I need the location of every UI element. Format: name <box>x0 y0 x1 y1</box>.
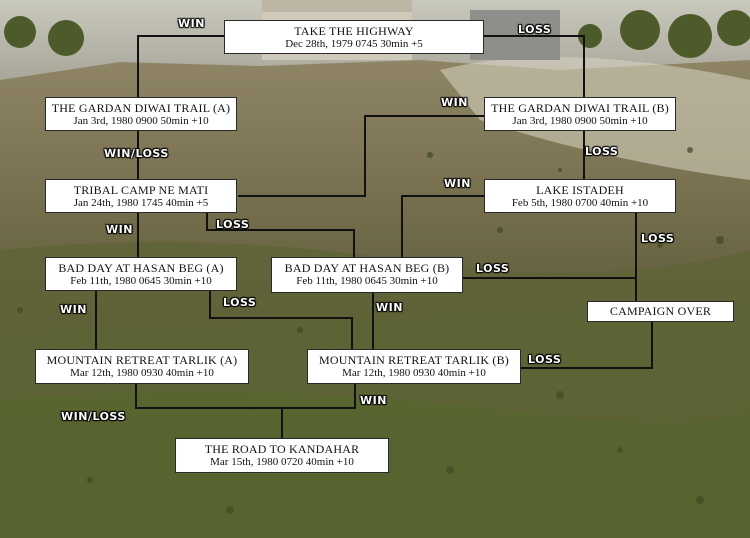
node-title: THE ROAD TO KANDAHAR <box>204 442 360 456</box>
node-title: MOUNTAIN RETREAT TARLIK (A) <box>46 353 238 367</box>
connector-gardan-b-win <box>238 115 484 197</box>
node-title: MOUNTAIN RETREAT TARLIK (B) <box>318 353 510 367</box>
connector-tarlik-b-loss <box>521 321 653 369</box>
node-title: CAMPAIGN OVER <box>609 304 712 318</box>
label-hasan-a-loss: LOSS <box>223 296 257 309</box>
node-gardan-a: THE GARDAN DIWAI TRAIL (A) Jan 3rd, 1980… <box>45 97 237 131</box>
node-title: TRIBAL CAMP NE MATI <box>73 183 209 197</box>
node-kandahar: THE ROAD TO KANDAHAR Mar 15th, 1980 0720… <box>175 438 389 473</box>
label-tarlik-a-winloss: WIN/LOSS <box>61 410 126 423</box>
label-tarlik-b-loss: LOSS <box>528 353 562 366</box>
node-campaign-over: CAMPAIGN OVER <box>587 301 734 322</box>
node-title: THE GARDAN DIWAI TRAIL (B) <box>491 101 669 115</box>
label-lake-loss: LOSS <box>641 232 675 245</box>
label-hasan-a-win: WIN <box>60 303 87 316</box>
label-highway-loss: LOSS <box>518 23 552 36</box>
node-title: BAD DAY AT HASAN BEG (A) <box>58 261 224 275</box>
node-date: Dec 28th, 1979 0745 30min +5 <box>285 38 423 50</box>
label-gardan-b-win: WIN <box>441 96 468 109</box>
node-title: LAKE ISTADEH <box>536 183 624 197</box>
connector-highway-win <box>137 35 224 97</box>
node-title: THE GARDAN DIWAI TRAIL (A) <box>51 101 231 115</box>
node-hasan-beg-b: BAD DAY AT HASAN BEG (B) Feb 11th, 1980 … <box>271 257 463 293</box>
node-date: Feb 5th, 1980 0700 40min +10 <box>511 197 649 209</box>
node-date: Jan 3rd, 1980 0900 50min +10 <box>73 115 209 127</box>
node-date: Mar 12th, 1980 0930 40min +10 <box>342 367 486 379</box>
node-date: Jan 3rd, 1980 0900 50min +10 <box>512 115 648 127</box>
node-date: Jan 24th, 1980 1745 40min +5 <box>73 197 209 209</box>
label-hasan-b-loss: LOSS <box>476 262 510 275</box>
connector-tarlik-a-kandahar <box>135 383 356 409</box>
label-gardan-b-loss: LOSS <box>585 145 619 158</box>
node-tarlik-b: MOUNTAIN RETREAT TARLIK (B) Mar 12th, 19… <box>307 349 521 384</box>
node-tribal-camp: TRIBAL CAMP NE MATI Jan 24th, 1980 1745 … <box>45 179 237 213</box>
label-tribal-win: WIN <box>106 223 133 236</box>
node-date: Mar 12th, 1980 0930 40min +10 <box>70 367 214 379</box>
node-lake-istadeh: LAKE ISTADEH Feb 5th, 1980 0700 40min +1… <box>484 179 676 213</box>
label-gardan-a-winloss: WIN/LOSS <box>104 147 169 160</box>
connector-hasan-a-loss <box>209 291 353 349</box>
node-title: BAD DAY AT HASAN BEG (B) <box>284 261 450 275</box>
label-highway-win: WIN <box>178 17 205 30</box>
node-title: TAKE THE HIGHWAY <box>294 24 414 38</box>
node-hasan-beg-a: BAD DAY AT HASAN BEG (A) Feb 11th, 1980 … <box>45 257 237 291</box>
node-gardan-b: THE GARDAN DIWAI TRAIL (B) Jan 3rd, 1980… <box>484 97 676 131</box>
node-take-highway: TAKE THE HIGHWAY Dec 28th, 1979 0745 30m… <box>224 20 484 54</box>
node-date: Feb 11th, 1980 0645 30min +10 <box>70 275 212 287</box>
connector-lake-win <box>401 195 484 257</box>
connector-highway-loss <box>484 35 585 97</box>
node-tarlik-a: MOUNTAIN RETREAT TARLIK (A) Mar 12th, 19… <box>35 349 249 384</box>
node-date: Feb 11th, 1980 0645 30min +10 <box>296 275 438 287</box>
label-tarlik-b-win: WIN <box>360 394 387 407</box>
connector-tribal-loss <box>206 212 355 257</box>
label-lake-win: WIN <box>444 177 471 190</box>
node-date: Mar 15th, 1980 0720 40min +10 <box>210 456 354 468</box>
label-hasan-b-win: WIN <box>376 301 403 314</box>
label-tribal-loss: LOSS <box>216 218 250 231</box>
